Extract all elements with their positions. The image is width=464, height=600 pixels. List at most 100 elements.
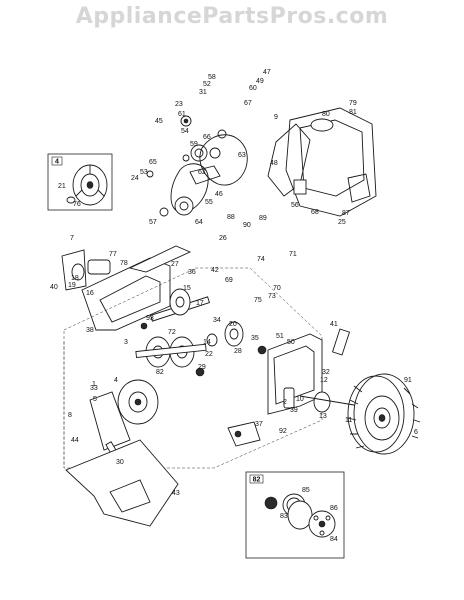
- callout: 6: [414, 429, 418, 436]
- callout: 70: [273, 285, 281, 292]
- callout: 14: [203, 339, 211, 346]
- callout: 4: [114, 377, 118, 384]
- frame-left: [61, 245, 192, 331]
- callout: 82: [156, 369, 164, 376]
- callout: 45: [155, 118, 163, 125]
- callout: 11: [345, 417, 352, 424]
- callout: 88: [227, 214, 235, 221]
- callout: 58: [208, 74, 216, 81]
- callout: 69: [225, 277, 233, 284]
- drive-shaft-assembly: [135, 288, 267, 377]
- callout: 85: [302, 487, 310, 494]
- callout: 54: [181, 128, 189, 135]
- callout: 42: [211, 267, 219, 274]
- callout: 12: [320, 377, 328, 384]
- inset-box-82: 82: [245, 471, 345, 559]
- engine: [267, 107, 377, 217]
- callout: 36: [188, 269, 196, 276]
- callout: 30: [116, 459, 124, 466]
- callout: 43: [172, 490, 180, 497]
- callout: 33: [90, 385, 98, 392]
- callout: 40: [50, 284, 58, 291]
- callout: 81: [349, 109, 357, 116]
- callout: 93: [146, 315, 154, 322]
- callout: 64: [195, 219, 203, 226]
- callout: 75: [254, 297, 262, 304]
- callout: 19: [68, 282, 76, 289]
- callout: 18: [71, 275, 79, 282]
- callout: 41: [330, 321, 338, 328]
- callout: 10: [296, 396, 304, 403]
- callout: 21: [58, 183, 66, 190]
- callout: 16: [86, 290, 94, 297]
- callout: 92: [279, 428, 287, 435]
- callout: 47: [263, 69, 271, 76]
- watermark: AppliancePartsPros.com: [75, 4, 389, 29]
- callout: 24: [131, 175, 139, 182]
- callout: 91: [404, 377, 412, 384]
- callout: 37: [255, 421, 263, 428]
- callout: 48: [270, 160, 278, 167]
- callout: 31: [199, 89, 207, 96]
- pulleys-and-belts: [146, 115, 248, 217]
- callout: 63: [238, 152, 246, 159]
- callout: 90: [243, 222, 251, 229]
- callout: 76: [73, 201, 81, 208]
- callout: 8: [68, 412, 72, 419]
- callout: 28: [234, 348, 242, 355]
- callout: 51: [276, 333, 284, 340]
- callout: 32: [322, 369, 330, 376]
- callout: 83: [280, 513, 288, 520]
- callout: 57: [149, 219, 157, 226]
- callout: 29: [198, 364, 206, 371]
- callout: 89: [259, 215, 267, 222]
- callout: 20: [229, 321, 237, 328]
- callout: 9: [274, 114, 278, 121]
- callout: 79: [349, 100, 357, 107]
- callout: 86: [330, 505, 338, 512]
- callout: 35: [251, 335, 259, 342]
- callout: 39: [290, 407, 298, 414]
- callout: 26: [219, 235, 227, 242]
- callout: 1: [92, 381, 96, 388]
- callout: 71: [289, 251, 297, 258]
- callout: 5: [93, 396, 97, 403]
- callout: 44: [71, 437, 79, 444]
- callout: 60: [249, 85, 257, 92]
- callout: 56: [291, 202, 299, 209]
- callout: 59: [190, 141, 198, 148]
- callout: 50: [287, 339, 295, 346]
- callout: 72: [168, 329, 176, 336]
- frame-right: [267, 328, 373, 415]
- callout: 74: [257, 256, 265, 263]
- callout: 78: [120, 260, 128, 267]
- callout: 80: [322, 111, 330, 118]
- callout: 84: [330, 536, 338, 543]
- part-callouts: 47 58 52 31 49 60 67 23 45 61 54 59 66 6…: [50, 69, 418, 543]
- callout: 53: [140, 169, 148, 176]
- callout: 46: [215, 191, 223, 198]
- wheel-tire: [347, 373, 421, 455]
- callout: 68: [311, 209, 319, 216]
- callout: 66: [203, 134, 211, 141]
- callout: 3: [124, 339, 128, 346]
- callout: 62: [198, 169, 206, 176]
- callout: 65: [149, 159, 157, 166]
- inset-box-4: 4: [47, 153, 113, 211]
- callout: 15: [183, 285, 191, 292]
- callout: 52: [203, 81, 211, 88]
- bottom-shield: [65, 439, 179, 527]
- callout: 27: [171, 261, 179, 268]
- callout: 7: [70, 235, 74, 242]
- callout: 38: [86, 327, 94, 334]
- inset-tag: 82: [253, 477, 261, 484]
- inset-tag: 4: [55, 159, 59, 166]
- callout: 49: [256, 78, 264, 85]
- callout: 77: [109, 251, 117, 258]
- callout: 13: [319, 413, 327, 420]
- callout: 55: [205, 199, 213, 206]
- callout: 23: [175, 101, 183, 108]
- callout: 87: [342, 210, 350, 217]
- callout: 34: [213, 317, 221, 324]
